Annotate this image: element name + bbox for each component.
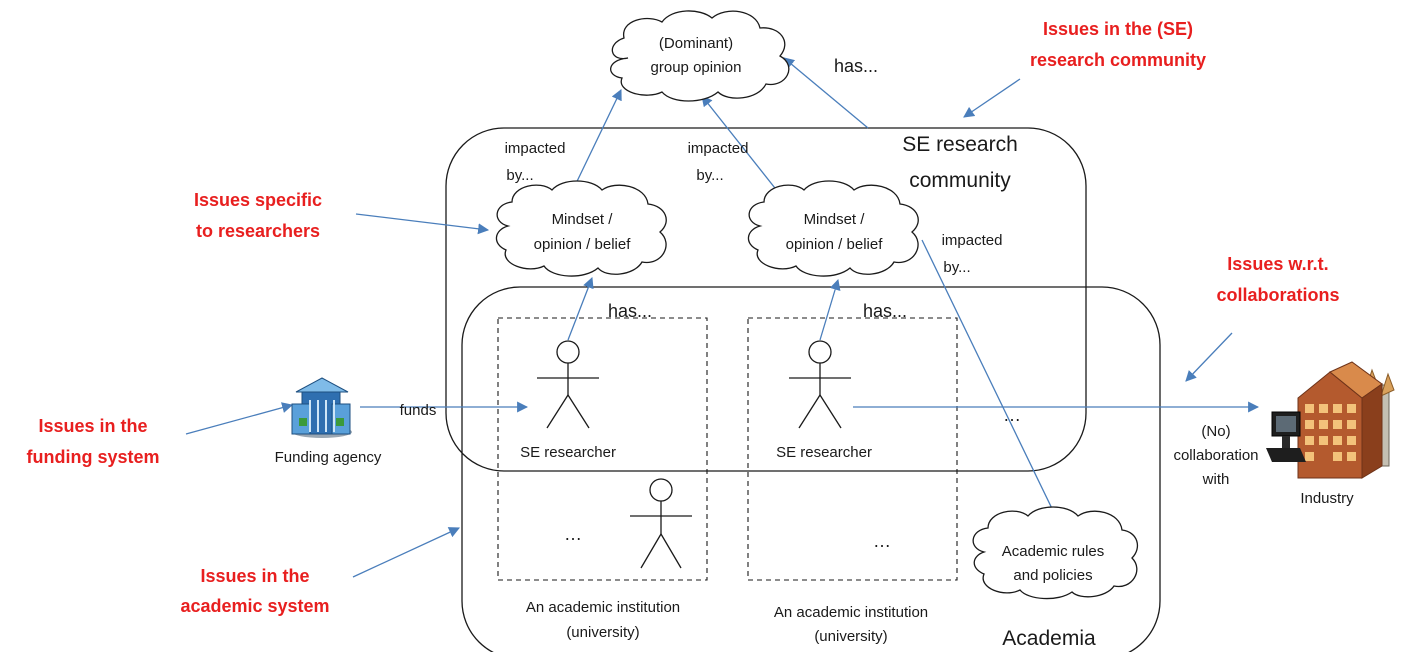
funds-label: funds (400, 402, 437, 419)
academic-rules-line1: Academic rules (1002, 543, 1105, 560)
arrow-issue-academic (352, 527, 460, 578)
arrow-issue-funding (185, 402, 294, 435)
collaboration-line1: (No) (1201, 423, 1230, 440)
issue-funding-line1: Issues in the (38, 416, 147, 436)
impacted-left-line2: by... (506, 167, 533, 184)
has-right-label: has... (863, 301, 907, 321)
group-opinion-line1: (Dominant) (659, 35, 733, 52)
institution-left-line2: (university) (566, 624, 639, 641)
has-left-label: has... (608, 301, 652, 321)
issue-labels: Issues in the (SE) research community Is… (26, 19, 1339, 616)
issue-researchers-line2: to researchers (196, 221, 320, 241)
collaboration-line2: collaboration (1173, 447, 1258, 464)
impacted-mid-line1: impacted (688, 140, 749, 157)
arrow-issue-se-community (963, 78, 1021, 118)
se-community-title-line1: SE research (902, 133, 1018, 156)
building-icon (291, 377, 352, 438)
arrow-issue-researchers (355, 213, 490, 235)
academic-rules-line2: and policies (1013, 567, 1092, 584)
researcher-extra-figure (630, 478, 692, 569)
mindset-left-line2: opinion / belief (534, 236, 632, 253)
issue-researchers-line1: Issues specific (194, 190, 322, 210)
issue-collaborations-line1: Issues w.r.t. (1227, 254, 1328, 274)
factory-icon (1266, 361, 1395, 479)
institution-box-left (497, 317, 708, 581)
researcher-left-figure (537, 340, 599, 429)
academia-ellipsis: … (1003, 405, 1021, 425)
researcher-left-label: SE researcher (520, 444, 616, 461)
cloud-academic-rules: Academic rules and policies (972, 506, 1139, 600)
arrow-issue-collaborations (1185, 332, 1233, 382)
has-top-label: has... (834, 56, 878, 76)
se-community-box (445, 127, 1087, 472)
researcher-right-label: SE researcher (776, 444, 872, 461)
issue-se-community-line1: Issues in the (SE) (1043, 19, 1193, 39)
institution-right-line1: An academic institution (774, 604, 928, 621)
cloud-group-opinion: (Dominant) group opinion (610, 10, 790, 102)
issue-academic-line2: academic system (180, 596, 329, 616)
cloud-mindset-right: Mindset / opinion / belief (747, 180, 919, 277)
arrows (185, 57, 1260, 578)
researcher-right-figure (789, 340, 851, 429)
academia-box (461, 286, 1161, 652)
arrow-mindset-left-to-group (568, 89, 622, 199)
issue-academic-line1: Issues in the (200, 566, 309, 586)
academia-title: Academia (1002, 627, 1096, 650)
collaboration-line3: with (1202, 471, 1230, 488)
mindset-left-line1: Mindset / (552, 211, 614, 228)
impacted-right-line2: by... (943, 259, 970, 276)
issue-collaborations-line2: collaborations (1216, 285, 1339, 305)
issue-funding-line2: funding system (26, 447, 159, 467)
institution-left-line1: An academic institution (526, 599, 680, 616)
institution-right-ellipsis: … (873, 531, 891, 551)
impacted-left-line1: impacted (505, 140, 566, 157)
mindset-right-line2: opinion / belief (786, 236, 884, 253)
institution-left-ellipsis: … (564, 524, 582, 544)
arrow-community-to-group (783, 57, 869, 129)
arrow-mindset-right-to-group (701, 95, 787, 203)
institution-right-line2: (university) (814, 628, 887, 645)
arrow-researcher-right-to-mindset (819, 278, 841, 341)
institution-box-right (747, 317, 958, 581)
se-community-title-line2: community (909, 169, 1011, 192)
arrow-researcher-left-to-mindset (567, 276, 594, 341)
impacted-right-line1: impacted (942, 232, 1003, 249)
mindset-right-line1: Mindset / (804, 211, 866, 228)
cloud-mindset-left: Mindset / opinion / belief (495, 180, 667, 277)
funding-agency-label: Funding agency (275, 449, 382, 466)
issue-se-community-line2: research community (1030, 50, 1206, 70)
industry-label: Industry (1300, 490, 1354, 507)
group-opinion-line2: group opinion (651, 59, 742, 76)
impacted-mid-line2: by... (696, 167, 723, 184)
arrow-mindset-right-to-rules (921, 239, 1059, 522)
